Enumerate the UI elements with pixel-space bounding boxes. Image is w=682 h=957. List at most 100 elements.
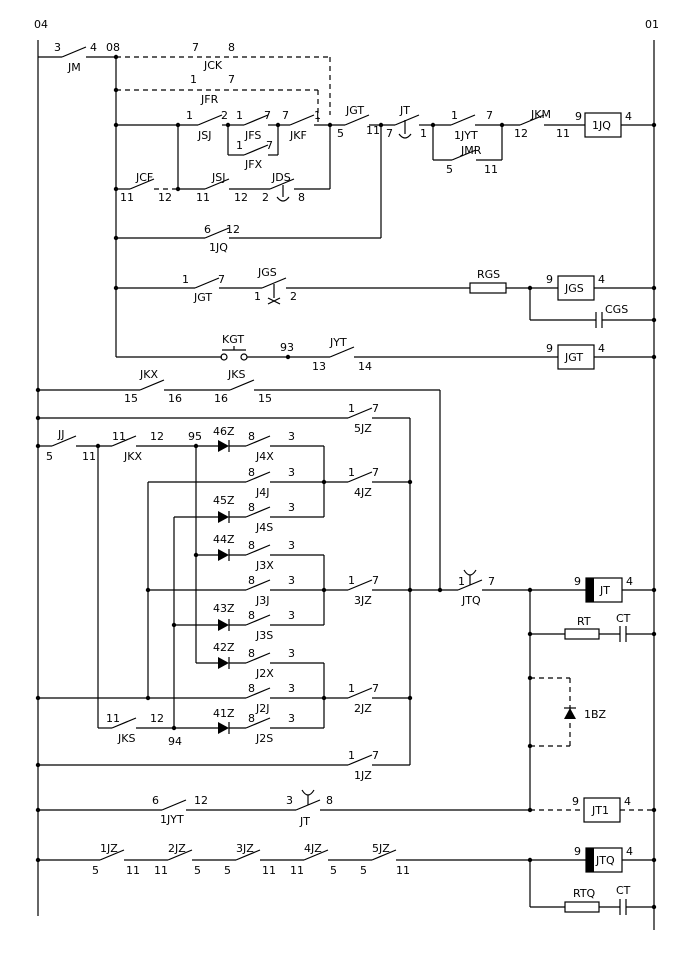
svg-text:7: 7 — [372, 682, 379, 695]
svg-text:11: 11 — [396, 864, 410, 877]
label-j4x: J4X — [255, 450, 274, 463]
svg-text:1: 1 — [348, 749, 355, 762]
label-1jyt: 1JYT — [454, 129, 478, 142]
label-j4j: J4J — [255, 486, 270, 499]
label-jgs-contact: JGS — [257, 266, 277, 279]
svg-text:3: 3 — [288, 647, 295, 660]
rail-left-label: 04 — [34, 18, 48, 31]
diode-45z-label: 45Z — [213, 494, 235, 507]
label-jyt: JYT — [329, 336, 347, 349]
svg-text:7: 7 — [386, 127, 393, 140]
label-jj: JJ — [57, 428, 65, 441]
label-jsj: JSJ — [197, 129, 211, 142]
svg-text:11: 11 — [366, 124, 380, 137]
svg-text:12: 12 — [158, 191, 172, 204]
svg-text:11: 11 — [262, 864, 276, 877]
label-jks-b: JKS — [117, 732, 135, 745]
svg-text:12: 12 — [194, 794, 208, 807]
svg-text:11: 11 — [556, 127, 570, 140]
svg-text:1: 1 — [348, 574, 355, 587]
svg-text:15: 15 — [124, 392, 138, 405]
svg-text:11: 11 — [120, 191, 134, 204]
diode-43z-label: 43Z — [213, 602, 235, 615]
svg-text:08: 08 — [106, 41, 120, 54]
label-jfr: JFR — [200, 93, 219, 106]
svg-text:12: 12 — [226, 223, 240, 236]
svg-text:9: 9 — [546, 273, 553, 286]
label-j3x: J3X — [255, 559, 274, 572]
svg-text:11: 11 — [126, 864, 140, 877]
label-cgs: CGS — [605, 303, 628, 316]
label-jgt-contact: JGT — [193, 291, 212, 304]
svg-text:3: 3 — [288, 430, 295, 443]
svg-text:12: 12 — [150, 712, 164, 725]
svg-text:5: 5 — [224, 864, 231, 877]
svg-text:1: 1 — [420, 127, 427, 140]
label-2jz: 2JZ — [354, 702, 372, 715]
diode-41z-label: 41Z — [213, 707, 235, 720]
svg-text:1: 1 — [348, 682, 355, 695]
svg-text:9: 9 — [572, 795, 579, 808]
svg-text:8: 8 — [248, 539, 255, 552]
svg-text:11: 11 — [106, 712, 120, 725]
svg-text:4: 4 — [598, 273, 605, 286]
svg-text:5: 5 — [337, 127, 344, 140]
svg-text:8: 8 — [326, 794, 333, 807]
svg-text:12: 12 — [234, 191, 248, 204]
svg-text:5: 5 — [46, 450, 53, 463]
label-b4jz: 4JZ — [304, 842, 322, 855]
svg-text:1: 1 — [451, 109, 458, 122]
svg-text:3: 3 — [288, 466, 295, 479]
svg-text:11: 11 — [196, 191, 210, 204]
label-jt-contact: JT — [299, 815, 310, 828]
svg-text:16: 16 — [214, 392, 228, 405]
svg-text:3: 3 — [54, 41, 61, 54]
svg-text:7: 7 — [372, 574, 379, 587]
svg-text:4: 4 — [626, 575, 633, 588]
svg-text:9: 9 — [574, 845, 581, 858]
svg-text:9: 9 — [546, 342, 553, 355]
power-rails: 04 01 — [34, 18, 659, 930]
label-1jz: 1JZ — [354, 769, 372, 782]
svg-text:1: 1 — [458, 575, 465, 588]
rail-right-label: 01 — [645, 18, 659, 31]
label-rgs: RGS — [477, 268, 500, 281]
label-jsj-b: JSJ — [211, 171, 225, 184]
svg-text:8: 8 — [248, 682, 255, 695]
label-rt: RT — [577, 615, 591, 628]
svg-text:2: 2 — [262, 191, 269, 204]
svg-text:2: 2 — [221, 109, 228, 122]
svg-text:7: 7 — [264, 109, 271, 122]
label-ct-2: CT — [616, 884, 631, 897]
label-jgt: JGT — [345, 104, 364, 117]
svg-text:8: 8 — [228, 41, 235, 54]
svg-text:3: 3 — [288, 682, 295, 695]
label-j3s: J3S — [255, 629, 273, 642]
svg-text:5: 5 — [360, 864, 367, 877]
svg-text:4: 4 — [624, 795, 631, 808]
svg-text:11: 11 — [82, 450, 96, 463]
label-jtq-contact: JTQ — [461, 594, 481, 607]
svg-text:5: 5 — [446, 163, 453, 176]
svg-text:95: 95 — [188, 430, 202, 443]
labels: 3 4 08 JM 7 8 JCK 1 7 JFR 1 2 JSJ 1 7 JF… — [46, 41, 633, 900]
svg-text:1: 1 — [236, 139, 243, 152]
svg-text:4: 4 — [90, 41, 97, 54]
svg-text:8: 8 — [248, 712, 255, 725]
svg-text:12: 12 — [514, 127, 528, 140]
label-1bz: 1BZ — [584, 708, 607, 721]
svg-text:11: 11 — [112, 430, 126, 443]
coil-jgs-label: JGS — [564, 282, 584, 295]
diode-44z-label: 44Z — [213, 533, 235, 546]
svg-text:93: 93 — [280, 341, 294, 354]
coil-1jq-label: 1JQ — [592, 119, 611, 132]
svg-text:8: 8 — [248, 609, 255, 622]
svg-text:7: 7 — [266, 139, 273, 152]
svg-text:1: 1 — [236, 109, 243, 122]
svg-text:6: 6 — [152, 794, 159, 807]
svg-text:8: 8 — [248, 466, 255, 479]
svg-text:9: 9 — [574, 575, 581, 588]
label-b5jz: 5JZ — [372, 842, 390, 855]
label-j2s: J2S — [255, 732, 273, 745]
svg-text:8: 8 — [248, 430, 255, 443]
